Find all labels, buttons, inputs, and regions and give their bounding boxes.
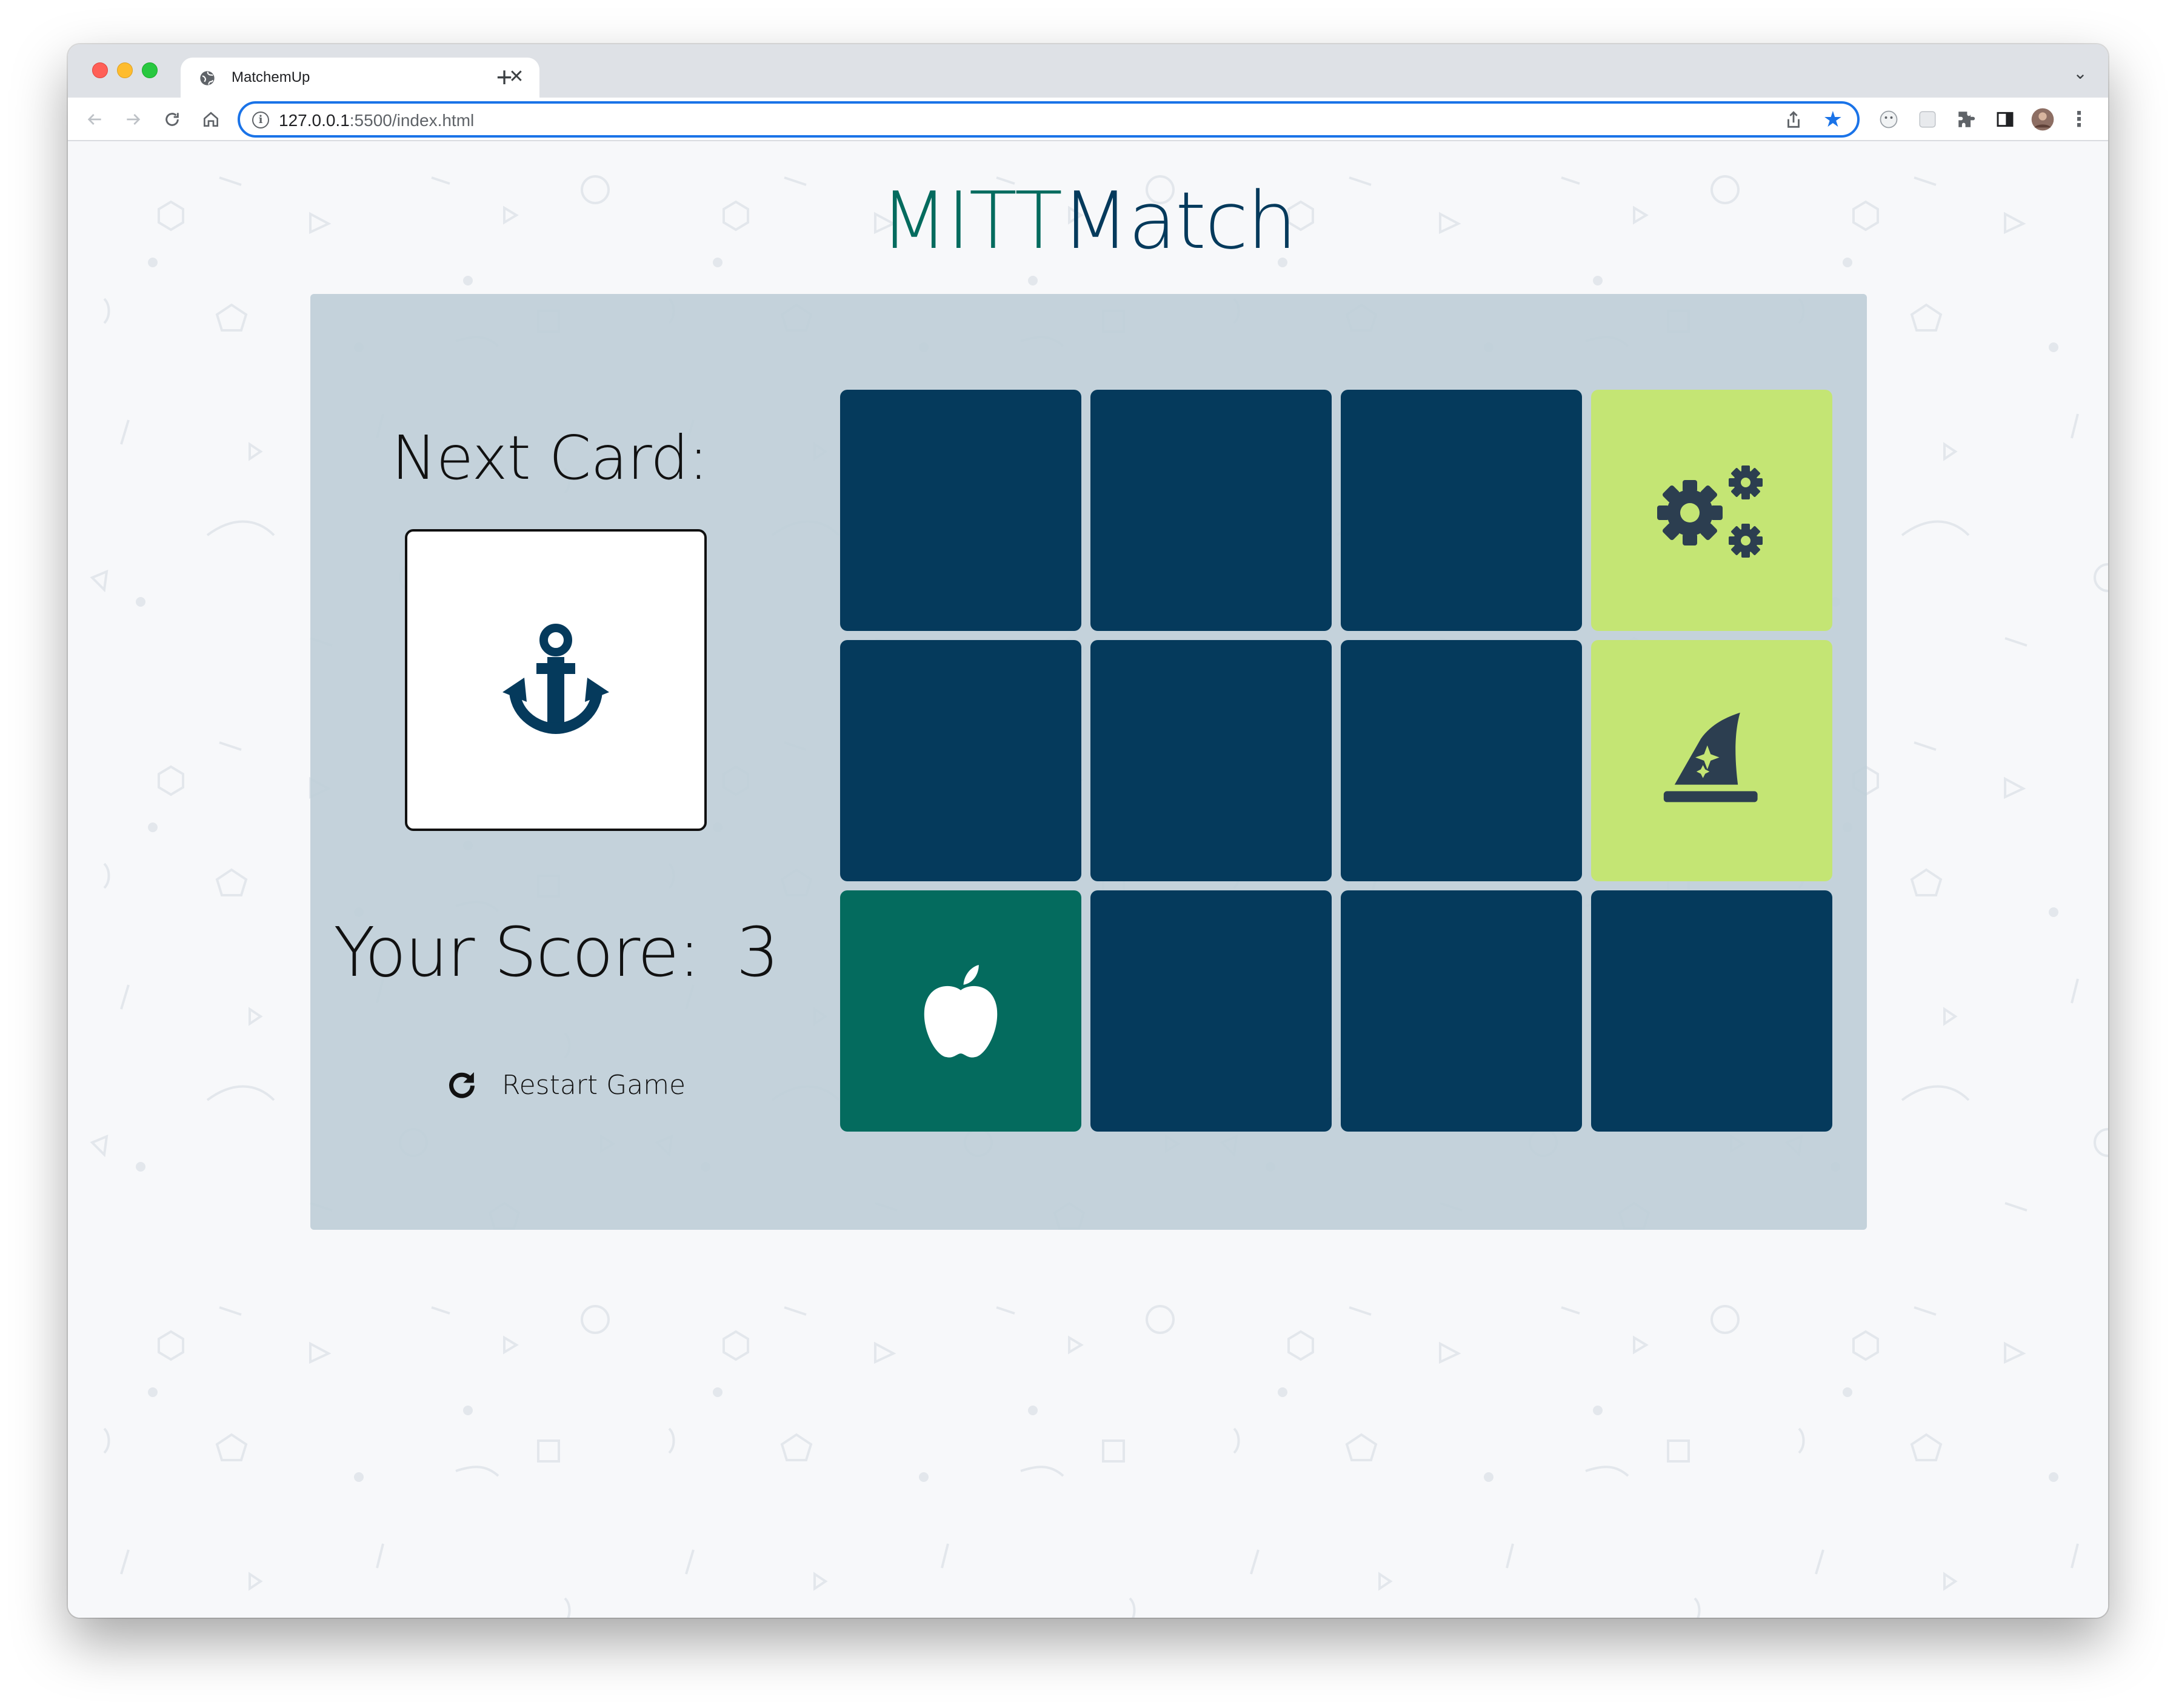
score-value: 3 (736, 913, 779, 992)
site-title-part2: Match (1061, 175, 1297, 267)
home-icon (204, 112, 218, 127)
card-r3c3[interactable] (1341, 890, 1582, 1132)
arrow-left-icon (87, 114, 101, 125)
card-r1c3[interactable] (1341, 390, 1582, 631)
home-button[interactable] (196, 105, 225, 134)
site-title: MITTMatch (68, 175, 2108, 266)
tab-strip: MatchemUp ✕ + ⌄ (68, 44, 2108, 98)
card-r3c1[interactable] (840, 890, 1081, 1132)
card-r2c2[interactable] (1090, 640, 1332, 881)
share-icon[interactable] (1783, 110, 1804, 130)
side-panel-icon[interactable] (1992, 106, 2018, 133)
card-r1c2[interactable] (1090, 390, 1332, 631)
card-r2c4[interactable] (1591, 640, 1832, 881)
extensions-puzzle-icon[interactable] (1953, 106, 1980, 133)
wizard-hat-icon (1663, 712, 1758, 802)
forward-button[interactable] (119, 105, 148, 134)
card-r3c4[interactable] (1591, 890, 1832, 1132)
card-r2c1[interactable] (840, 640, 1081, 881)
back-button[interactable] (80, 105, 109, 134)
next-card (405, 529, 707, 831)
card-grid (840, 390, 1832, 1132)
card-r1c1[interactable] (840, 390, 1081, 631)
next-card-label: Next Card: (391, 422, 709, 493)
arrow-right-icon (127, 114, 141, 125)
tab-matchemup[interactable]: MatchemUp ✕ (181, 58, 539, 98)
game-board: Next Card: Your Score: 3 Restart Game (310, 294, 1867, 1230)
extension-icon-2[interactable] (1914, 106, 1941, 133)
extension-icon-1[interactable] (1875, 106, 1902, 133)
restart-icon (449, 1072, 475, 1098)
url-host: 127.0.0.1 (279, 111, 350, 130)
score-label: Your Score: (333, 913, 701, 992)
card-r3c2[interactable] (1090, 890, 1332, 1132)
anchor-icon (502, 624, 609, 735)
profile-avatar[interactable] (2029, 106, 2056, 133)
browser-menu-icon[interactable]: ⋮ (2069, 108, 2089, 131)
url-text: 127.0.0.1:5500/index.html (279, 111, 474, 130)
browser-window: MatchemUp ✕ + ⌄ i 127.0.0.1:5500/index.h… (68, 44, 2108, 1618)
tab-title: MatchemUp (232, 69, 310, 85)
reload-button[interactable] (158, 105, 187, 134)
card-r1c4[interactable] (1591, 390, 1832, 631)
site-info-icon[interactable]: i (252, 112, 269, 128)
close-tab-icon[interactable]: ✕ (509, 67, 524, 87)
page-viewport: MITTMatch Next Card: Your Score: 3 (68, 141, 2108, 1618)
bookmark-star-icon[interactable]: ★ (1823, 107, 1843, 132)
site-title-part1: MITT (880, 175, 1063, 267)
browser-toolbar: i 127.0.0.1:5500/index.html ★ ⋮ (68, 98, 2108, 141)
restart-game-button[interactable]: Restart Game (445, 1064, 686, 1106)
maximize-window-button[interactable] (142, 62, 158, 78)
reload-icon (165, 113, 179, 126)
tab-search-chevron-icon[interactable]: ⌄ (2073, 64, 2088, 82)
card-r2c3[interactable] (1341, 640, 1582, 881)
score-display: Your Score: 3 (310, 913, 801, 992)
url-path: :5500/index.html (349, 111, 475, 130)
gears-icon (1657, 465, 1763, 558)
close-window-button[interactable] (92, 62, 108, 78)
new-tab-button[interactable]: + (496, 61, 513, 93)
restart-label: Restart Game (502, 1069, 686, 1101)
minimize-window-button[interactable] (117, 62, 133, 78)
globe-icon (200, 71, 215, 85)
apple-icon (924, 964, 998, 1058)
address-bar[interactable]: i 127.0.0.1:5500/index.html ★ (238, 101, 1860, 138)
